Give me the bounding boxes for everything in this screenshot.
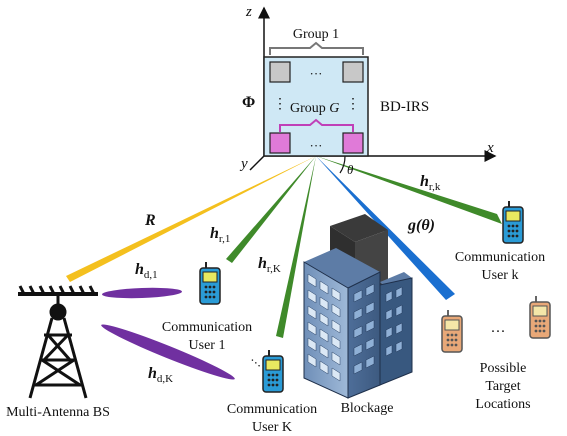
target-label-line3: Locations <box>475 397 530 412</box>
groupG-bracket <box>279 118 354 132</box>
beams <box>66 156 502 380</box>
channel-hrk-label: hr,k <box>420 173 441 193</box>
userk-label-line1: Communication <box>455 250 545 265</box>
y-axis-label: y <box>239 156 248 172</box>
blockage-building-icon <box>303 214 413 399</box>
irs-element <box>269 61 291 83</box>
channel-g-label: g(θ) <box>407 217 435 234</box>
groupG-label: Group G <box>290 101 339 116</box>
target-phone-right-icon <box>529 296 551 339</box>
group1-label: Group 1 <box>293 27 339 42</box>
bd-irs-panel <box>263 41 369 157</box>
irs-element <box>342 61 364 83</box>
channel-hdK-label: hd,K <box>148 365 173 385</box>
blockage-label: Blockage <box>341 401 394 416</box>
irs-vdots-left: ⋮ <box>273 97 287 112</box>
target-phone-left-icon <box>441 310 463 353</box>
x-axis-label: x <box>486 140 494 156</box>
beam-hd1 <box>102 287 182 299</box>
channel-hd1-label: hd,1 <box>135 261 158 281</box>
beam-hrk <box>316 156 502 224</box>
target-ellipsis: ··· <box>491 324 506 340</box>
phone-userk-icon <box>502 201 524 244</box>
channel-hrK-label: hr,K <box>258 255 281 275</box>
target-label-line2: Target <box>485 379 520 394</box>
user1-label-line2: User 1 <box>189 338 226 353</box>
phone-user1-icon <box>199 262 221 305</box>
userK-label-line2: User K <box>252 420 292 435</box>
irs-dots-bottom: ··· <box>310 138 323 153</box>
theta-label: θ <box>347 162 354 177</box>
beam-hdK <box>101 324 235 380</box>
phi-label: Φ <box>242 94 255 111</box>
beam-R <box>66 156 316 282</box>
beam-g <box>316 156 455 300</box>
target-label-line1: Possible <box>480 361 527 376</box>
beam-hrK <box>276 156 316 338</box>
userk-label-line2: User k <box>482 268 519 283</box>
user1-label-line1: Communication <box>162 320 252 335</box>
bs-label: Multi-Antenna BS <box>6 405 110 420</box>
irs-vdots-right: ⋮ <box>346 97 360 112</box>
channel-hr1-label: hr,1 <box>210 225 230 245</box>
base-station-icon <box>18 285 98 399</box>
userK-label-line1: Communication <box>227 402 317 417</box>
beam-hr1 <box>226 156 316 263</box>
channel-R-label: R <box>144 212 156 229</box>
irs-element <box>269 132 291 154</box>
irs-dots-top: ··· <box>310 66 323 81</box>
group1-bracket <box>269 41 364 55</box>
irs-element <box>342 132 364 154</box>
z-axis-label: z <box>245 4 252 20</box>
bd-irs-label: BD-IRS <box>380 99 429 115</box>
phone-userK-icon <box>262 350 284 393</box>
